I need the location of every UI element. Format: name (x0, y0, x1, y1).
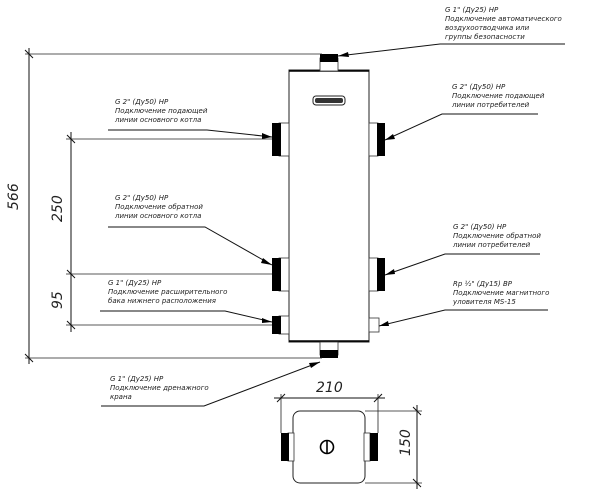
right-fitting-lower (368, 317, 380, 333)
width-label: 210 (316, 380, 343, 396)
svg-text:группы безопасности: группы безопасности (445, 33, 525, 41)
svg-text:G 1" (Ду25) НР: G 1" (Ду25) НР (445, 6, 499, 14)
callout-drain-valve: G 1" (Ду25) НР Подключение дренажного кр… (101, 361, 321, 407)
svg-text:Подключение подающей: Подключение подающей (452, 92, 545, 100)
svg-text:Rp ½" (Ду15) ВР: Rp ½" (Ду15) ВР (453, 280, 513, 288)
callout-consumer-supply: G 2" (Ду50) НР Подключение подающей лини… (384, 83, 545, 141)
supply-return-label: 250 (50, 195, 66, 222)
dimension-depth: 150 (365, 405, 422, 489)
left-fitting-upper (272, 122, 290, 157)
top-fitting (319, 54, 339, 72)
svg-text:G 2" (Ду50) НР: G 2" (Ду50) НР (453, 223, 507, 231)
svg-text:Подключение автоматического: Подключение автоматического (445, 15, 562, 23)
svg-text:линии основного котла: линии основного котла (114, 212, 201, 220)
dimension-supply-return: 250 95 (50, 132, 272, 332)
dimension-width: 210 (274, 380, 385, 433)
svg-text:G 2" (Ду50) НР: G 2" (Ду50) НР (115, 98, 169, 106)
svg-text:G 2" (Ду50) НР: G 2" (Ду50) НР (452, 83, 506, 91)
svg-text:G 1" (Ду25) НР: G 1" (Ду25) НР (108, 279, 162, 287)
callout-magnetic-filter: Rp ½" (Ду15) ВР Подключение магнитного у… (378, 280, 549, 327)
callout-top-air-vent: G 1" (Ду25) НР Подключение автоматическо… (337, 6, 565, 57)
svg-text:Подключение подающей: Подключение подающей (115, 107, 208, 115)
return-bottom-label: 95 (50, 291, 66, 309)
overall-height-label: 566 (6, 183, 22, 210)
svg-text:линии основного котла: линии основного котла (114, 116, 201, 124)
svg-text:уловителя MS-15: уловителя MS-15 (452, 298, 516, 306)
svg-text:Подключение обратной: Подключение обратной (115, 203, 203, 211)
plan-view (281, 410, 378, 484)
separator-body (288, 69, 370, 343)
right-fitting-middle (368, 257, 385, 292)
bottom-fitting (319, 341, 339, 358)
brand-logo-icon (315, 98, 343, 103)
svg-text:G 2" (Ду50) НР: G 2" (Ду50) НР (115, 194, 169, 202)
callout-consumer-return: G 2" (Ду50) НР Подключение обратной лини… (384, 223, 541, 276)
callout-boiler-supply: G 2" (Ду50) НР Подключение подающей лини… (108, 98, 273, 139)
svg-text:воздухоотводчика или: воздухоотводчика или (445, 24, 530, 32)
svg-text:крана: крана (110, 393, 132, 401)
left-fitting-middle (272, 257, 290, 292)
svg-text:Подключение дренажного: Подключение дренажного (110, 384, 209, 392)
depth-label: 150 (398, 429, 414, 456)
body-outline (288, 69, 370, 343)
dimension-overall-height: 566 (6, 48, 322, 364)
svg-text:линии потребителей: линии потребителей (451, 101, 530, 109)
svg-text:Подключение обратной: Подключение обратной (453, 232, 541, 240)
svg-text:бака нижнего расположения: бака нижнего расположения (108, 297, 216, 305)
right-fitting-upper (368, 122, 385, 157)
left-fitting-lower (272, 315, 290, 335)
callout-expansion-tank: G 1" (Ду25) НР Подключение расширительно… (100, 279, 273, 323)
svg-text:линии потребителей: линии потребителей (452, 241, 531, 249)
callout-boiler-return: G 2" (Ду50) НР Подключение обратной лини… (108, 194, 273, 266)
svg-text:Подключение магнитного: Подключение магнитного (453, 289, 549, 297)
svg-text:Подключение расширительного: Подключение расширительного (108, 288, 227, 296)
svg-text:G 1" (Ду25) НР: G 1" (Ду25) НР (110, 375, 164, 383)
